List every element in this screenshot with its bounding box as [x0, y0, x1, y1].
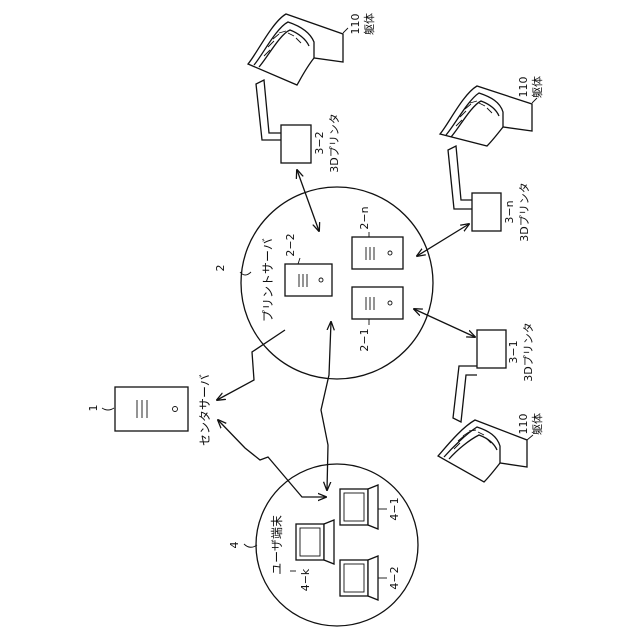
ut-4-k-label: 4−k — [299, 568, 312, 591]
print-server-number: 2 — [214, 265, 227, 272]
link-printserver-printer-3-n — [417, 224, 469, 256]
center-server-leader — [102, 408, 114, 410]
center-server — [115, 387, 188, 431]
center-server-label: センタサーバ — [198, 374, 212, 446]
housing-3-n-number: 110 — [517, 77, 530, 98]
housing-3-n-label: 躯体 — [530, 76, 544, 98]
ps-2-2-label: 2−2 — [284, 233, 297, 256]
user-terminal-4-1 — [340, 485, 378, 529]
printer-3-n — [448, 146, 501, 231]
link-center-userterminals — [218, 420, 326, 497]
ps-2-1-label: 2−1 — [358, 328, 371, 351]
user-terminal-4-2 — [340, 556, 378, 600]
printer-3-2 — [256, 80, 311, 163]
link-printserver-printer-3-1 — [414, 309, 475, 337]
printer-3-n-number: 3−n — [503, 200, 516, 223]
print-server-2-2 — [285, 264, 332, 296]
housing-3-1 — [438, 420, 527, 482]
user-terminal-leader — [244, 544, 257, 547]
printer-3-1-label: 3Dプリンタ — [522, 322, 535, 381]
user-terminal-number: 4 — [228, 542, 241, 549]
link-center-printserver — [217, 330, 285, 400]
user-terminal-4-k — [296, 520, 334, 564]
user-terminal-label: ユーザ端末 — [270, 515, 284, 575]
printer-3-2-label: 3Dプリンタ — [328, 113, 341, 172]
printer-3-1-number: 3−1 — [507, 340, 520, 363]
housing-3-2 — [248, 14, 343, 85]
printer-3-n-label: 3Dプリンタ — [518, 182, 531, 241]
printer-3-2-number: 3−2 — [313, 131, 326, 154]
printer-3-1 — [453, 330, 506, 422]
ps-2-n-label: 2−n — [358, 206, 371, 229]
housing-3-1-label: 躯体 — [530, 413, 544, 435]
housing-3-1-number: 110 — [517, 414, 530, 435]
print-server-2-1 — [352, 287, 403, 319]
center-server-number: 1 — [87, 405, 100, 412]
print-server-2-n — [352, 237, 403, 269]
print-server-label: プリントサーバ — [261, 238, 275, 322]
link-printserver-printer-3-2 — [297, 170, 319, 231]
ut-4-1-label: 4−1 — [388, 497, 401, 520]
ut-4-2-label: 4−2 — [388, 566, 401, 589]
housing-3-2-number: 110 — [349, 14, 362, 35]
housing-3-2-label: 躯体 — [362, 13, 376, 35]
